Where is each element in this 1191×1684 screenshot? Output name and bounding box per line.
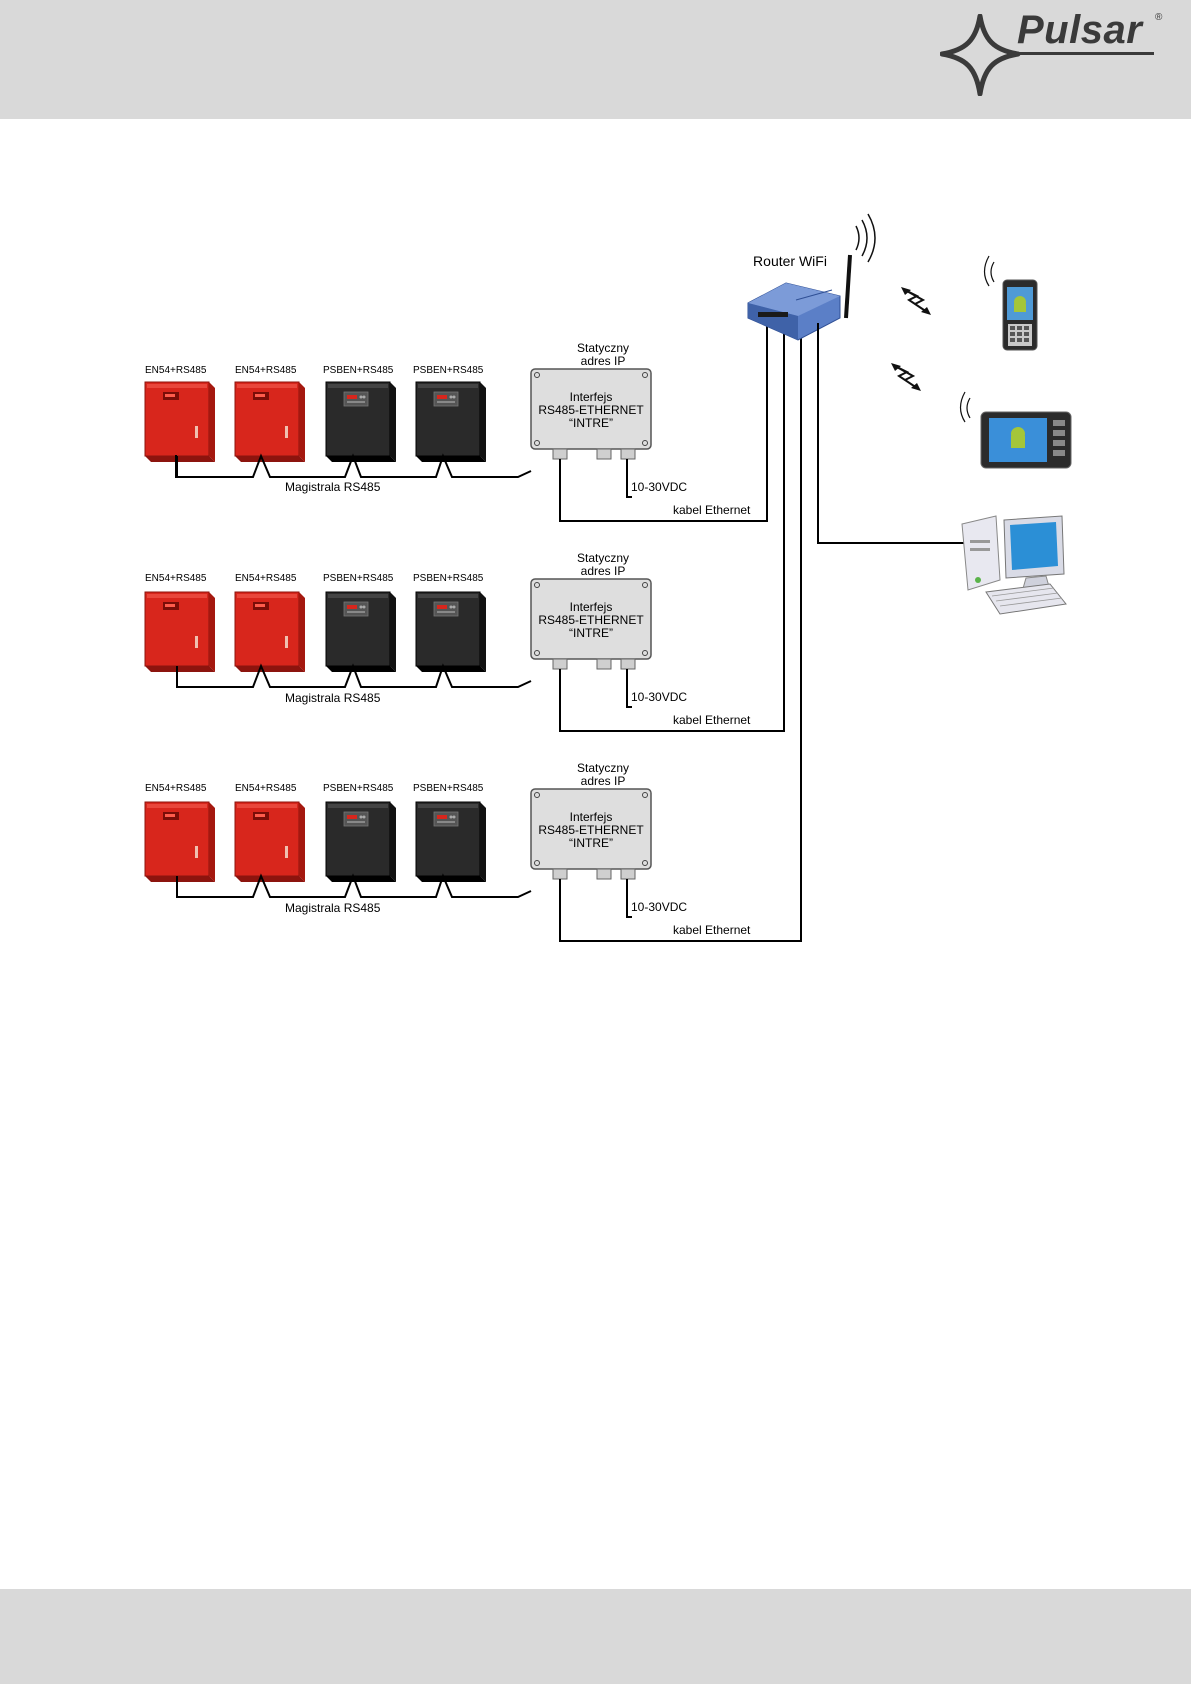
segment-3: EN54+RS485 EN54+RS485 PSBEN+RS485 PSBEN+… xyxy=(144,323,802,942)
device-label: EN54+RS485 xyxy=(145,573,207,584)
interface-label: Interfejs xyxy=(570,810,613,824)
interface-label: “INTRE” xyxy=(569,626,613,640)
device-label: EN54+RS485 xyxy=(235,783,297,794)
psben-unit-icon xyxy=(415,591,487,673)
static-ip-label: adres IP xyxy=(581,564,626,578)
power-label: 10-30VDC xyxy=(631,690,687,704)
ethernet-cable xyxy=(559,323,785,732)
interface-label: RS485-ETHERNET xyxy=(538,403,644,417)
power-label: 10-30VDC xyxy=(631,480,687,494)
rs485-bus-line xyxy=(176,453,532,478)
cable-label: kabel Ethernet xyxy=(673,503,751,517)
psben-unit-icon xyxy=(415,381,487,463)
footer-band xyxy=(0,1589,1191,1684)
device-label: PSBEN+RS485 xyxy=(323,783,394,794)
psben-unit-icon xyxy=(325,591,397,673)
psben-unit-icon xyxy=(415,801,487,883)
android-tablet-icon xyxy=(959,391,1072,469)
device-label: EN54+RS485 xyxy=(235,573,297,584)
en54-unit-icon xyxy=(234,801,306,883)
en54-unit-icon xyxy=(234,381,306,463)
power-line xyxy=(626,459,632,498)
interface-label: Interfejs xyxy=(570,600,613,614)
static-ip-label: Statyczny xyxy=(577,761,629,775)
pulsar-logo-icon xyxy=(940,14,1021,96)
desktop-computer-icon xyxy=(961,515,1067,615)
header-band xyxy=(0,0,1191,119)
device-label: PSBEN+RS485 xyxy=(323,573,394,584)
interface-label: RS485-ETHERNET xyxy=(538,823,644,837)
ethernet-cable xyxy=(559,323,768,522)
router-label: Router WiFi xyxy=(753,253,827,269)
segment-1: EN54+RS485 EN54+RS485 PSBEN+RS485 PSBEN+… xyxy=(144,323,768,522)
static-ip-label: Statyczny xyxy=(577,341,629,355)
ethernet-cable xyxy=(817,323,967,544)
android-phone-icon xyxy=(983,255,1038,351)
power-label: 10-30VDC xyxy=(631,900,687,914)
device-label: EN54+RS485 xyxy=(145,365,207,376)
device-label: PSBEN+RS485 xyxy=(413,365,484,376)
interface-label: RS485-ETHERNET xyxy=(538,613,644,627)
brand-underline xyxy=(1008,52,1154,55)
device-label: PSBEN+RS485 xyxy=(413,573,484,584)
bus-label: Magistrala RS485 xyxy=(285,691,381,705)
bus-label: Magistrala RS485 xyxy=(285,901,381,915)
ethernet-cable xyxy=(559,323,802,942)
power-line xyxy=(626,669,632,708)
interface-label: “INTRE” xyxy=(569,416,613,430)
wireless-link-icon xyxy=(890,362,922,392)
interface-label: Interfejs xyxy=(570,390,613,404)
en54-unit-icon xyxy=(144,381,216,463)
en54-unit-icon xyxy=(144,591,216,673)
wireless-link-icon xyxy=(900,286,932,316)
rs485-bus-line xyxy=(176,873,532,898)
en54-unit-icon xyxy=(144,801,216,883)
static-ip-label: Statyczny xyxy=(577,551,629,565)
wifi-router-icon xyxy=(747,213,876,341)
en54-unit-icon xyxy=(234,591,306,673)
brand-registered-mark: ® xyxy=(1155,12,1163,23)
static-ip-label: adres IP xyxy=(581,774,626,788)
cable-label: kabel Ethernet xyxy=(673,713,751,727)
psben-unit-icon xyxy=(325,801,397,883)
bus-label: Magistrala RS485 xyxy=(285,480,381,494)
device-label: EN54+RS485 xyxy=(145,783,207,794)
static-ip-label: adres IP xyxy=(581,354,626,368)
power-line xyxy=(626,879,632,918)
brand-name: Pulsar xyxy=(1017,8,1143,52)
segment-2: EN54+RS485 EN54+RS485 PSBEN+RS485 PSBEN+… xyxy=(144,323,785,732)
device-label: PSBEN+RS485 xyxy=(413,783,484,794)
cable-label: kabel Ethernet xyxy=(673,923,751,937)
psben-unit-icon xyxy=(325,381,397,463)
device-label: EN54+RS485 xyxy=(235,365,297,376)
rs485-bus-line xyxy=(176,663,532,688)
interface-label: “INTRE” xyxy=(569,836,613,850)
device-label: PSBEN+RS485 xyxy=(323,365,394,376)
